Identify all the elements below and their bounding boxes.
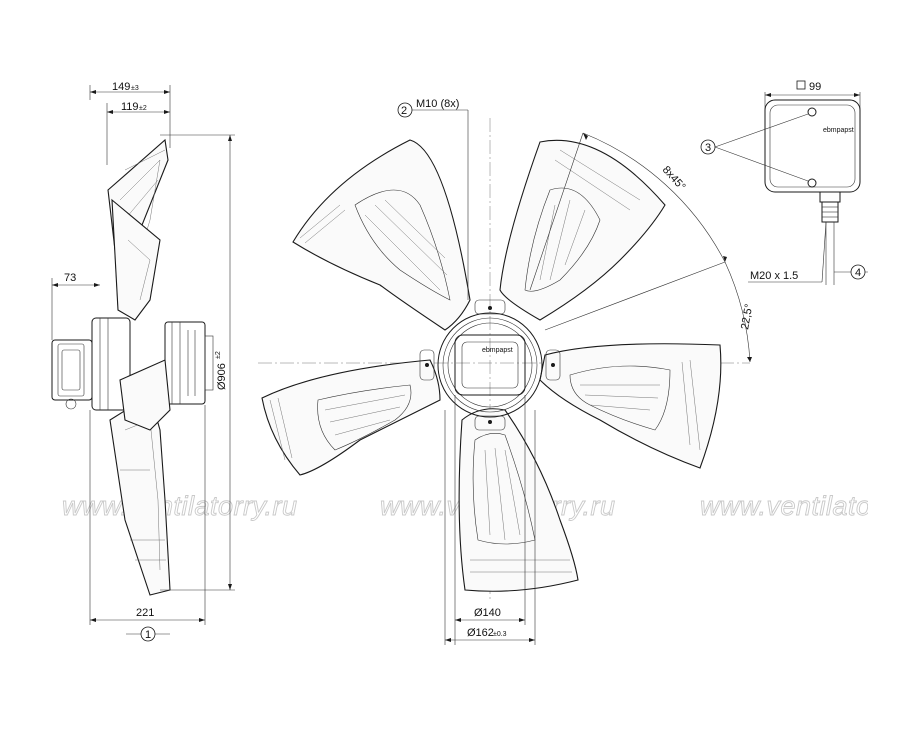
callout-1-circle [140,626,156,642]
dim-906-label: Ø906 [216,363,228,390]
dim-149-tolerance: ±3 [131,85,139,92]
motor-rotor [164,321,206,405]
watermark-text-1: www.ventilatorry.ru [62,491,298,521]
blade-bottom [458,408,579,592]
callout-3-circle [700,139,716,155]
callout-2-circle [397,102,413,118]
dim-162-label: Ø162 [467,627,494,639]
angle-45-label: 8x45° [660,164,688,193]
callout-4-label: 4 [855,267,861,279]
side-blade-mid [111,198,161,321]
bolt-thread-label: M10 (8x) [416,98,459,110]
cable-gland-label: M20 x 1.5 [750,270,798,282]
side-view: 149 ±3 119 ±2 73 [51,81,235,642]
terminal-box-view: 99 ebmpapst 3 M20 x 1.5 4 [700,80,868,285]
dim-906-tolerance: ±2 [215,351,222,359]
blade-lower-left [261,359,441,476]
front-view: ebmpapst 2 M10 (8x) 8x45° 22,5° [258,98,755,645]
box-size-label: 99 [809,81,821,93]
angle-22-label: 22,5° [739,303,755,331]
blade-upper-left [292,139,471,331]
dim-140-label: Ø140 [474,607,501,619]
dim-119-tolerance: ±2 [139,105,147,112]
callout-4-circle [850,264,866,280]
angle-arc-45 [582,132,726,263]
box-screw-top [807,107,817,117]
box-screw-bottom [807,178,817,188]
callout-2-label: 2 [401,105,407,117]
box-plate-text: ebmpapst [823,127,854,134]
dim-162-tolerance: ±0.3 [493,631,507,638]
angle-arc-22 [724,261,751,363]
callout-1-label: 1 [145,629,151,641]
hub-motor-cover [454,334,526,396]
blade-upper-right [499,139,666,321]
square-symbol [796,80,806,90]
motor-body [91,317,131,411]
side-blade-lower-mid [119,359,171,431]
hub-outer-ring [437,312,543,418]
blade-right [539,343,722,469]
watermark-clip [868,480,916,530]
dim-221-label: 221 [136,607,154,619]
terminal-box-body [764,99,861,193]
dim-73-label: 73 [64,272,76,284]
dim-119-label: 119 [121,101,139,113]
dim-149-label: 149 [112,81,130,93]
hub-brand-mark: ebmpapst [482,347,513,354]
callout-3-label: 3 [705,142,711,154]
